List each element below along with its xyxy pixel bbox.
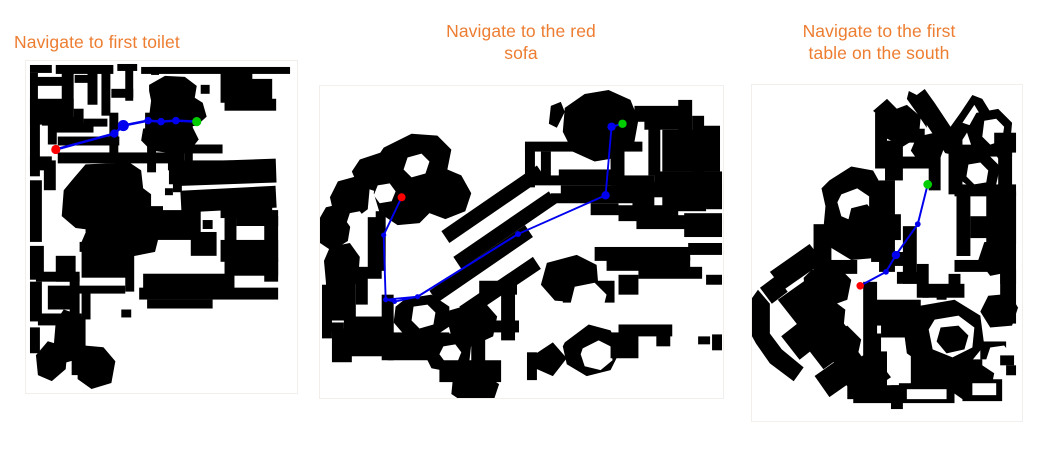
waypoint-marker (883, 269, 889, 275)
panel-3-caption: Navigate to the first table on the south (802, 21, 956, 63)
occupancy-grid-1 (29, 63, 290, 390)
navigation-path-1 (50, 116, 201, 155)
waypoint-marker (914, 221, 921, 228)
waypoint-marker (891, 250, 901, 260)
goal-marker (923, 180, 933, 189)
navigation-panel-3: Navigate to the first table on the south (721, 0, 1037, 452)
waypoint-marker (143, 116, 152, 125)
waypoint-marker (600, 191, 610, 200)
occupancy-grid-3 (752, 88, 1019, 410)
navigation-path-2 (380, 119, 627, 305)
waypoint-marker (391, 299, 397, 305)
waypoint-marker (514, 231, 521, 238)
waypoint-marker (414, 294, 420, 300)
goal-marker (617, 119, 627, 128)
waypoint-marker (109, 129, 119, 138)
start-marker (397, 193, 406, 202)
waypoint-marker (606, 122, 616, 131)
start-marker (856, 282, 864, 290)
navigation-panel-2: Navigate to the red sofa (318, 0, 724, 452)
occupied-cells-2 (319, 89, 722, 398)
occupied-cells-3 (752, 88, 1019, 410)
navigation-panel-1: Navigate to first toilet (0, 0, 321, 452)
panel-2-caption: Navigate to the red sofa (446, 21, 596, 63)
waypoint-marker (380, 232, 386, 238)
waypoint-marker (382, 297, 388, 303)
goal-marker (191, 117, 201, 127)
panel-3-map (751, 84, 1023, 422)
panel-1-map (24, 60, 298, 394)
occupied-cells-1 (29, 63, 290, 390)
waypoint-marker (156, 117, 165, 126)
occupancy-grid-2 (319, 89, 722, 398)
waypoint-marker (171, 116, 180, 125)
waypoint-marker (117, 120, 129, 132)
panel-2-map (318, 85, 724, 399)
panel-1-caption: Navigate to first toilet (14, 32, 180, 52)
start-marker (50, 144, 60, 155)
navigation-path-3 (856, 180, 933, 290)
